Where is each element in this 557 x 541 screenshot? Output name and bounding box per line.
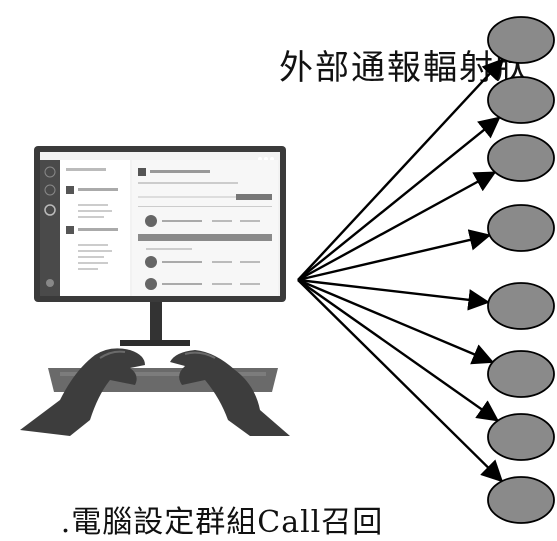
recipient-2-node: [487, 76, 555, 124]
arrow-group: [297, 58, 505, 483]
typing-hands-icon: [20, 348, 290, 436]
computer-monitor-icon: [34, 146, 286, 346]
recipient-6-node: [487, 350, 555, 398]
recipient-5-node: [487, 282, 555, 330]
arrow-to-recipient-2: [297, 116, 501, 281]
recipient-3-node: [487, 134, 555, 182]
arrow-to-recipient-3: [297, 171, 497, 282]
node-group: [487, 16, 555, 524]
recipient-7-node: [487, 413, 555, 461]
arrow-to-recipient-8: [297, 279, 504, 483]
sidebar-icon: [40, 160, 60, 296]
recipient-4-node: [487, 204, 555, 252]
diagram-caption: .電腦設定群組Call召回: [60, 505, 384, 540]
arrow-to-recipient-4: [297, 229, 492, 282]
arrow-to-recipient-6: [297, 278, 495, 365]
arrow-to-recipient-7: [297, 279, 500, 422]
arrow-to-recipient-5: [297, 278, 490, 311]
recipient-8-node: [487, 476, 555, 524]
arrow-to-recipient-1: [297, 58, 505, 281]
recipient-1-node: [487, 16, 555, 64]
